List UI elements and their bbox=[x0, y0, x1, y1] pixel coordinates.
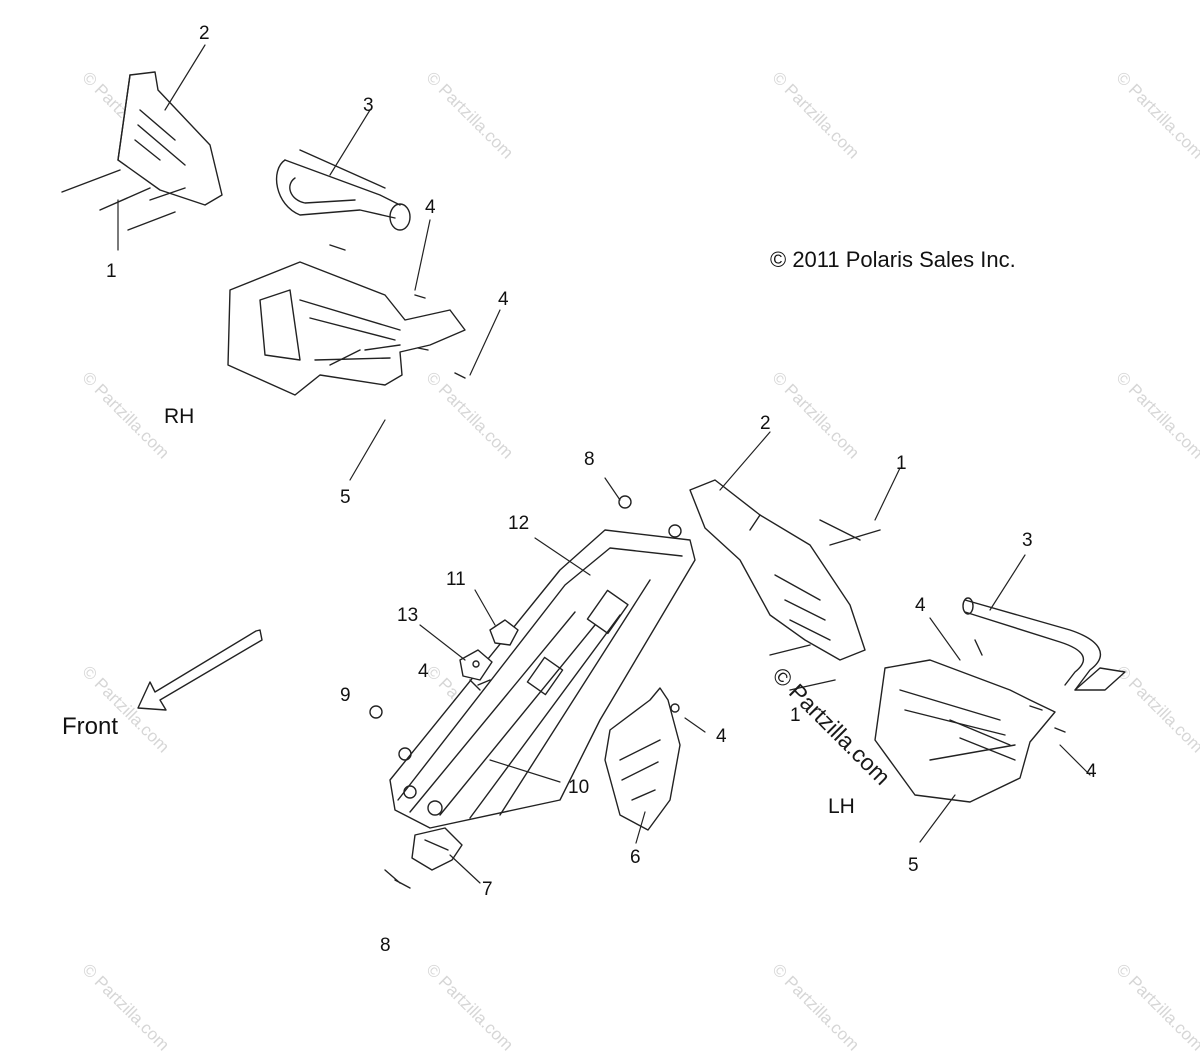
callout-4: 4 bbox=[425, 197, 436, 218]
callout-4: 4 bbox=[418, 661, 429, 682]
rh-skid-part-5 bbox=[227, 244, 466, 396]
lh-skid-part-5 bbox=[874, 639, 1066, 803]
callout-2: 2 bbox=[199, 23, 210, 44]
callout-4: 4 bbox=[915, 595, 926, 616]
callout-10: 10 bbox=[568, 777, 590, 798]
rh-handle-part-3 bbox=[275, 149, 411, 231]
callout-3: 3 bbox=[1022, 530, 1033, 551]
callout-6: 6 bbox=[630, 847, 641, 868]
mount-part-7 bbox=[384, 827, 463, 889]
bracket-part-6 bbox=[604, 687, 681, 831]
callout-3: 3 bbox=[363, 95, 374, 116]
rh-bracket-part-2 bbox=[61, 71, 223, 231]
front-label: Front bbox=[62, 713, 119, 740]
callout-4: 4 bbox=[716, 726, 727, 747]
callout-1: 1 bbox=[790, 705, 801, 726]
lh-bracket-part-2 bbox=[689, 479, 881, 691]
front-arrow-icon bbox=[137, 629, 263, 711]
callout-9: 9 bbox=[340, 685, 351, 706]
rh-label: RH bbox=[164, 405, 195, 428]
center-skid-part-12 bbox=[369, 495, 696, 829]
callout-4: 4 bbox=[1086, 761, 1097, 782]
parts-drawing bbox=[61, 44, 1126, 889]
callout-8: 8 bbox=[380, 935, 391, 956]
small-parts-11-13 bbox=[459, 619, 519, 691]
callout-12: 12 bbox=[508, 513, 530, 534]
callout-7: 7 bbox=[482, 879, 493, 900]
callout-5: 5 bbox=[340, 487, 351, 508]
callout-8: 8 bbox=[584, 449, 595, 470]
callout-5: 5 bbox=[908, 855, 919, 876]
callout-2: 2 bbox=[760, 413, 771, 434]
lh-handle-part-3 bbox=[962, 597, 1126, 691]
callout-11: 11 bbox=[446, 569, 466, 590]
callout-4: 4 bbox=[498, 289, 509, 310]
callout-1: 1 bbox=[106, 261, 117, 282]
copyright-text: © 2011 Polaris Sales Inc. bbox=[770, 247, 1016, 272]
lh-label: LH bbox=[828, 795, 855, 818]
parts-diagram: © Partzilla.com © Partzilla.com © Partzi… bbox=[61, 23, 1200, 1054]
callout-1: 1 bbox=[896, 453, 907, 474]
callout-13: 13 bbox=[397, 605, 419, 626]
